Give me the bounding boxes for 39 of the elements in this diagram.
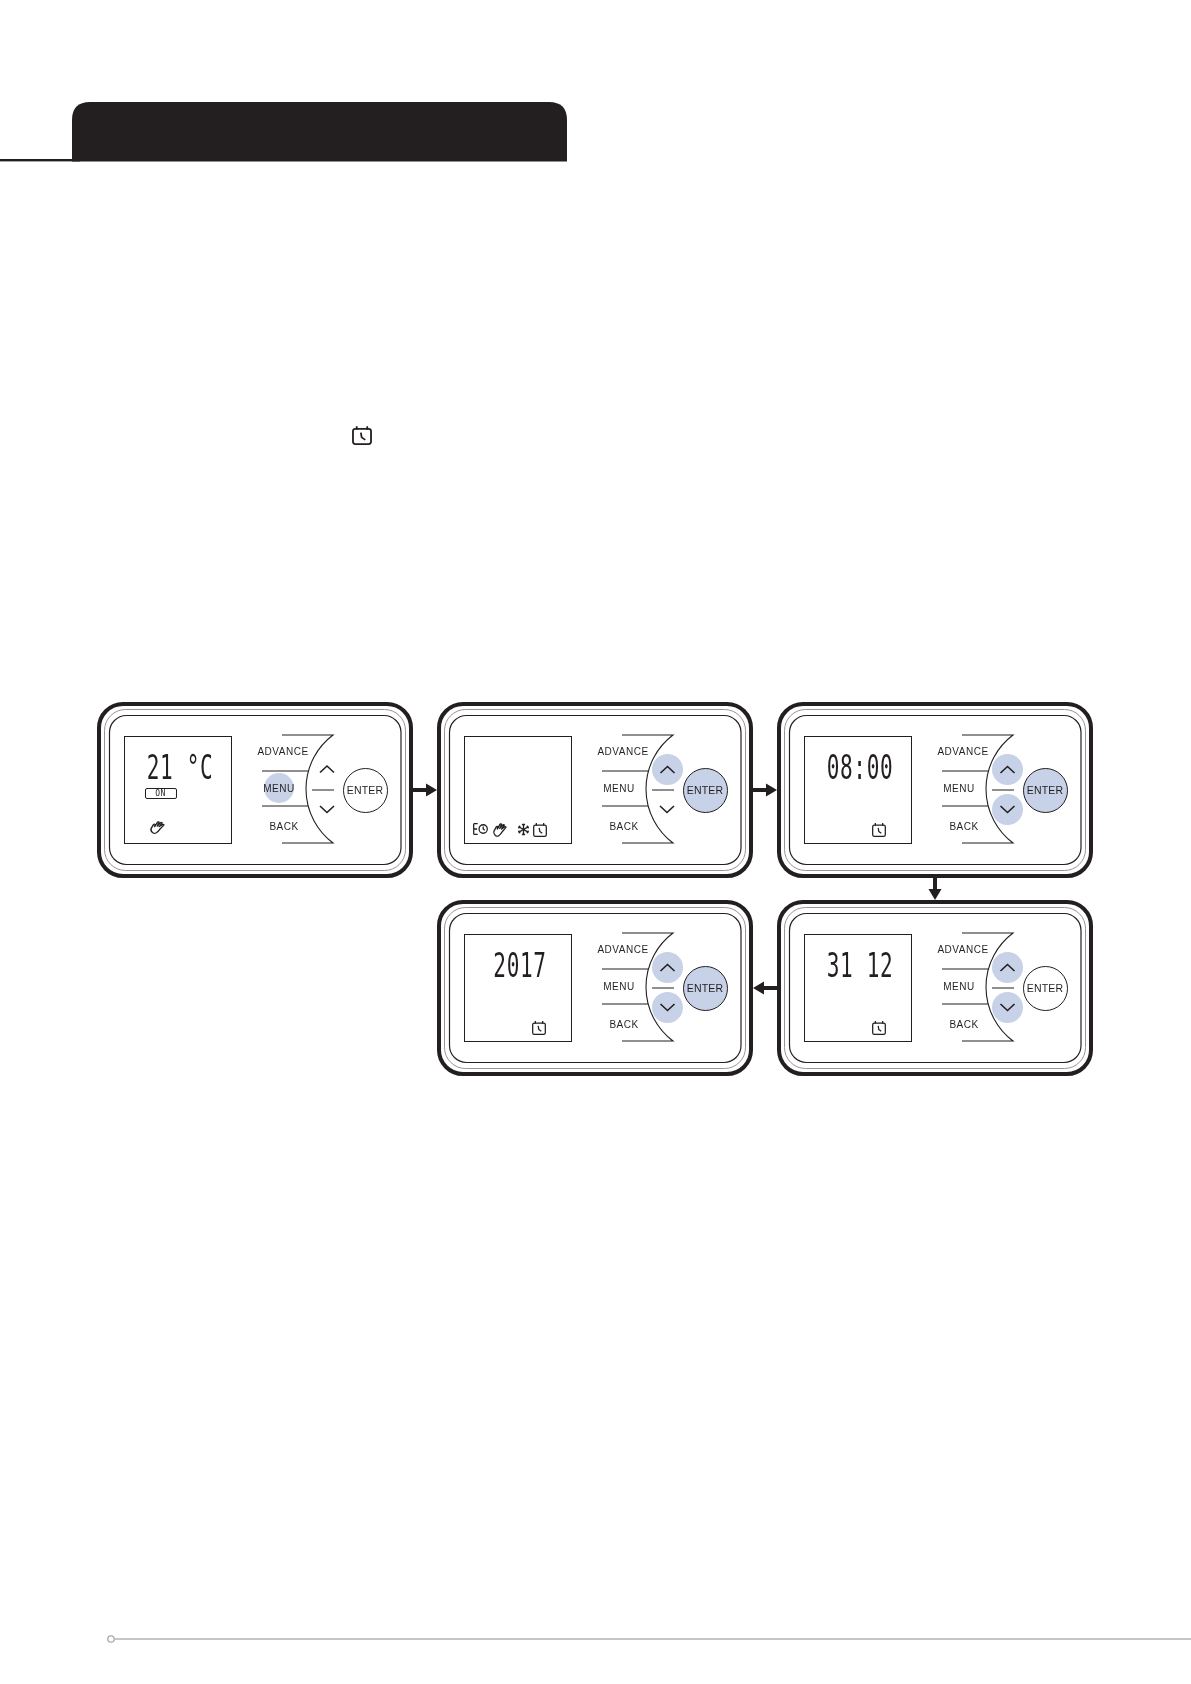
lcd-digits: 31 12 [826,950,893,979]
key-caption: ADVANCE [597,944,649,956]
lcd-digits: 2017 [492,950,547,979]
key-caption: MENU [943,783,975,795]
enter-key: ENTER [1022,965,1068,1011]
on-indicator: ON [144,787,177,799]
key-caption: ADVANCE [257,746,309,758]
enter-key: ENTER [682,965,728,1011]
thermostat-panel [437,702,753,878]
enter-key: ENTER [682,767,728,813]
key-caption: MENU [943,981,975,993]
thermostat-panel [777,702,1093,878]
lcd-screen [804,736,912,844]
key-caption: BACK [609,821,639,833]
lcd-screen [804,934,912,1042]
flow-arrow [928,878,942,900]
enter-key: ENTER [342,767,388,813]
key-caption: BACK [949,821,979,833]
key-caption: BACK [949,1019,979,1031]
enter-key: ENTER [1022,767,1068,813]
flow-arrow [753,783,777,797]
flow-arrow [753,981,777,995]
key-caption: ADVANCE [937,746,989,758]
key-caption: BACK [269,821,299,833]
lcd-screen [464,934,572,1042]
flow-arrow [413,783,437,797]
key-caption: MENU [603,981,635,993]
key-caption: MENU [263,783,295,795]
lcd-screen [464,736,572,844]
lcd-screen [124,736,232,844]
thermostat-panel [777,900,1093,1076]
key-caption: BACK [609,1019,639,1031]
thermostat-panel [437,900,753,1076]
key-caption: ADVANCE [937,944,989,956]
key-caption: MENU [603,783,635,795]
lcd-digits: 21 °C [146,752,213,781]
key-caption: ADVANCE [597,746,649,758]
lcd-digits: 08:00 [826,752,893,781]
thermostat-panel [97,702,413,878]
